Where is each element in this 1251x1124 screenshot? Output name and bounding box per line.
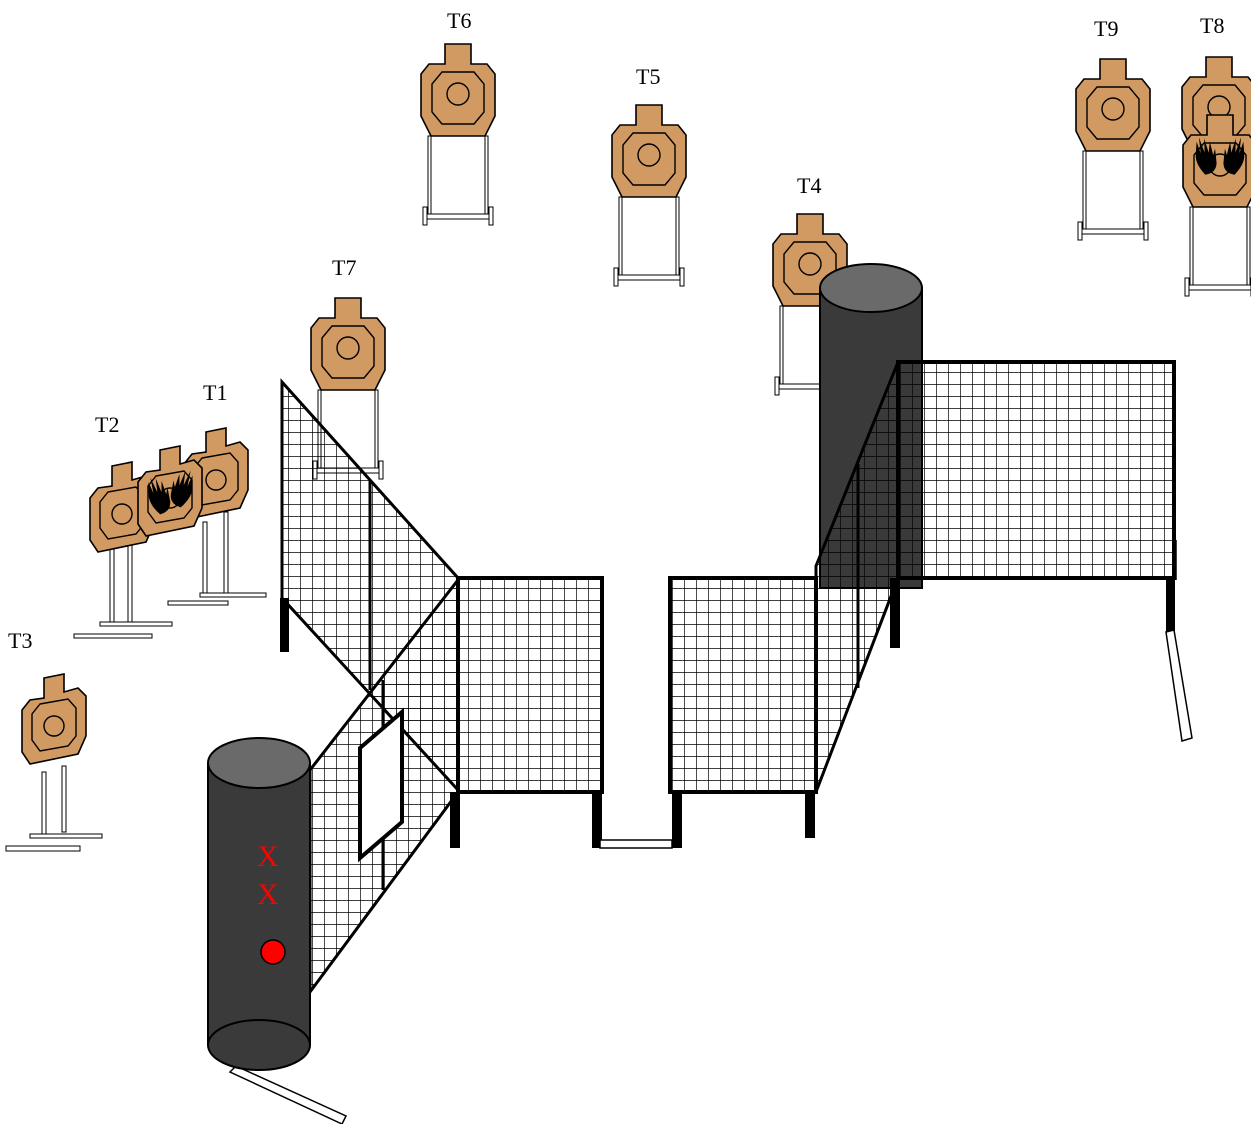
target-label-t3: T3 [8, 628, 32, 653]
target-label-t1: T1 [203, 380, 227, 405]
no-shoot-t8 [1182, 114, 1251, 297]
target-t3 [5, 673, 103, 852]
target-t6 [420, 43, 496, 226]
target-label-t6: T6 [447, 8, 471, 33]
fence-left-front [308, 575, 460, 997]
fence-right-back [896, 360, 1193, 742]
target-label-t9: T9 [1094, 16, 1118, 41]
target-label-t4: T4 [797, 173, 821, 198]
target-label-t5: T5 [636, 64, 660, 89]
floor-plank [599, 839, 673, 849]
target-t2 [73, 461, 173, 639]
target-t5 [611, 104, 687, 287]
start-position-icon [260, 939, 286, 965]
start-mark-2: X [257, 878, 279, 911]
target-t9 [1075, 58, 1151, 241]
port-window [358, 707, 404, 863]
fence-front-right [668, 576, 818, 848]
fence-front-left [450, 576, 604, 848]
target-label-t2: T2 [95, 412, 119, 437]
start-mark-1: X [257, 840, 279, 873]
target-label-t8: T8 [1200, 13, 1224, 38]
target-t1 [167, 427, 267, 606]
barrel-start [207, 737, 348, 1124]
target-label-t7: T7 [332, 255, 356, 280]
